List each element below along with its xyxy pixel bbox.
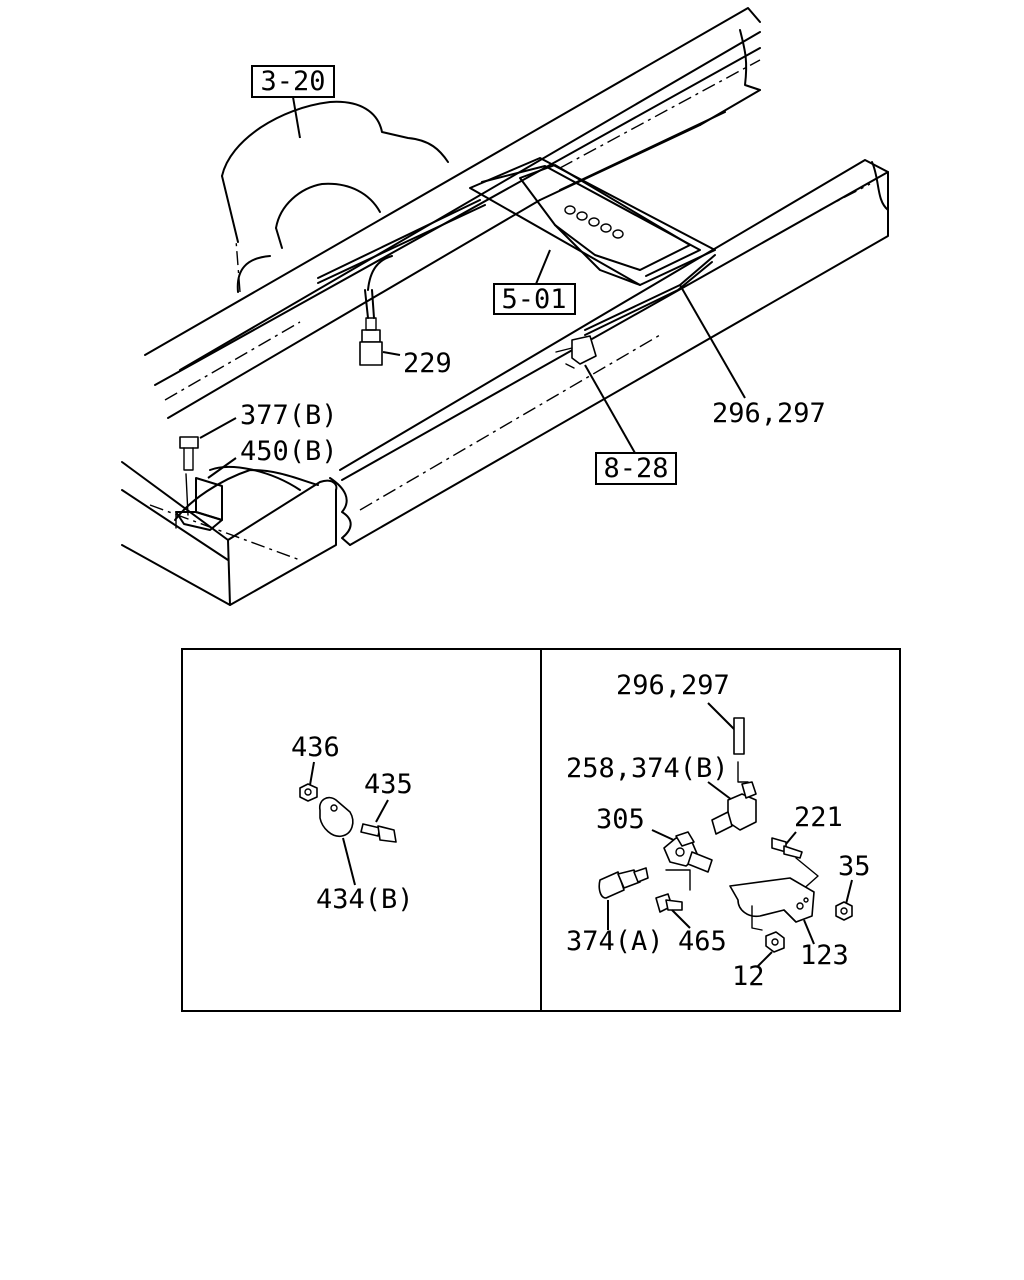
bolt-221: [771, 837, 803, 859]
leader-450b: [207, 457, 237, 479]
clip-434b: [318, 796, 354, 838]
leader-221: [785, 831, 797, 845]
ref-box-8-28[interactable]: 8-28: [595, 452, 677, 485]
plug-465: [655, 893, 683, 913]
upper-side-rail: [144, 7, 761, 419]
nut-436: [299, 783, 318, 802]
bolt-435: [360, 823, 397, 843]
left-detail-panel: 436 435 434(B): [291, 732, 414, 915]
label-450b: 450(B): [240, 436, 338, 467]
leader-296-297: [679, 284, 746, 399]
leader-35: [845, 879, 853, 905]
leader-5-01: [535, 249, 551, 285]
fitting-229: [359, 317, 383, 366]
elbow-258-374b: [711, 781, 757, 835]
label-258-374b: 258,374(B): [566, 753, 729, 784]
tee-fitting-8-28: [555, 335, 597, 369]
ref-8-28-text: 8-28: [603, 453, 668, 484]
leader-229: [382, 351, 401, 356]
bracket-450b: [175, 473, 223, 531]
leader-8-28: [584, 364, 636, 454]
label-296-297: 296,297: [712, 398, 826, 429]
label-221: 221: [794, 802, 843, 833]
ref-3-20-text: 3-20: [260, 66, 325, 97]
leader-436: [309, 761, 315, 786]
cross-member: [121, 461, 338, 606]
lower-side-rail: [329, 159, 889, 546]
leader-123: [803, 919, 815, 945]
nut-35: [835, 901, 853, 921]
leader-434b: [342, 837, 356, 886]
leader-12: [757, 951, 773, 967]
nut-12: [765, 931, 785, 953]
ref-box-5-01[interactable]: 5-01: [493, 283, 576, 315]
label-296-297-detail: 296,297: [616, 670, 730, 701]
label-374a: 374(A): [566, 926, 664, 957]
leader-258-374b: [707, 781, 733, 801]
tank-cylinder: [221, 100, 449, 293]
right-detail-panel: 296,297 258,374(B) 305 221 35: [566, 670, 871, 992]
leader-296-297-detail: [707, 702, 736, 731]
label-35: 35: [838, 851, 871, 882]
label-436: 436: [291, 732, 340, 763]
valve-unit: [317, 157, 716, 336]
leader-435: [375, 799, 389, 823]
frame-assembly-illustration: [121, 7, 889, 606]
ref-5-01-text: 5-01: [501, 284, 566, 315]
label-435: 435: [364, 769, 413, 800]
label-377b: 377(B): [240, 400, 338, 431]
fitting-374a: [598, 867, 649, 899]
pipe-296-297: [733, 717, 745, 755]
bracket-123: [729, 877, 815, 923]
label-434b: 434(B): [316, 884, 414, 915]
tee-305: [663, 831, 713, 873]
label-465: 465: [678, 926, 727, 957]
leader-465: [671, 909, 691, 929]
bolt-377b: [179, 436, 199, 471]
ref-box-3-20[interactable]: 3-20: [251, 65, 335, 98]
label-305: 305: [596, 804, 645, 835]
label-123: 123: [800, 940, 849, 971]
leader-377b: [199, 417, 237, 439]
label-229: 229: [403, 348, 452, 379]
leader-3-20: [292, 96, 301, 139]
